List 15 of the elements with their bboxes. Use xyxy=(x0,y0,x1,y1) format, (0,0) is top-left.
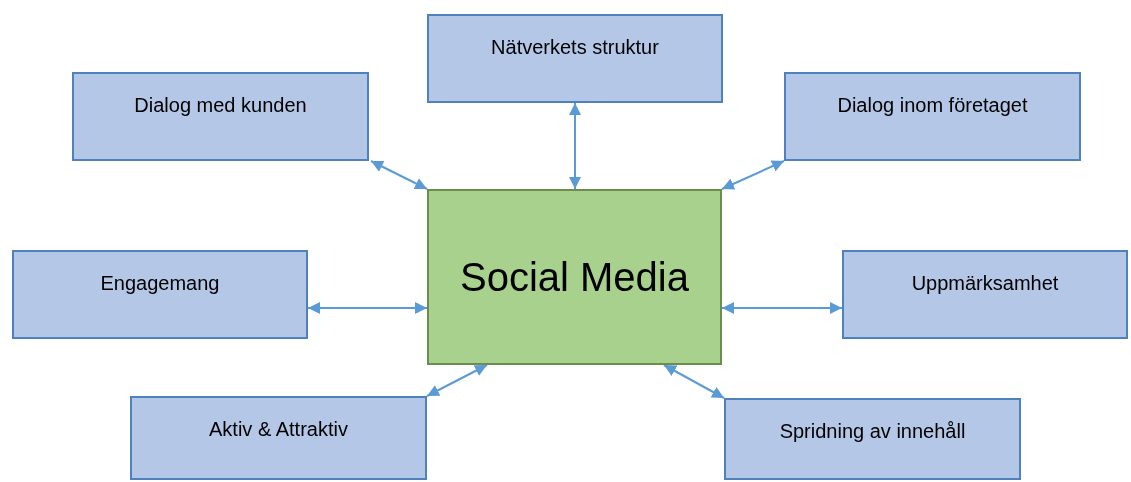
double-arrow xyxy=(307,302,428,314)
topic-box: Engagemang xyxy=(12,250,308,339)
double-arrow xyxy=(426,364,488,397)
double-arrow xyxy=(721,302,843,314)
topic-box: Aktiv & Attraktiv xyxy=(130,396,427,480)
topic-box: Dialog med kunden xyxy=(72,72,369,161)
double-arrow xyxy=(663,364,725,399)
central-box: Social Media xyxy=(427,189,722,365)
double-arrow xyxy=(370,160,428,190)
topic-box: Dialog inom företaget xyxy=(784,72,1081,161)
topic-box: Spridning av innehåll xyxy=(724,398,1021,480)
topic-box: Nätverkets struktur xyxy=(427,14,723,103)
double-arrow xyxy=(721,160,785,190)
double-arrow xyxy=(569,102,581,190)
topic-box: Uppmärksamhet xyxy=(842,250,1128,339)
